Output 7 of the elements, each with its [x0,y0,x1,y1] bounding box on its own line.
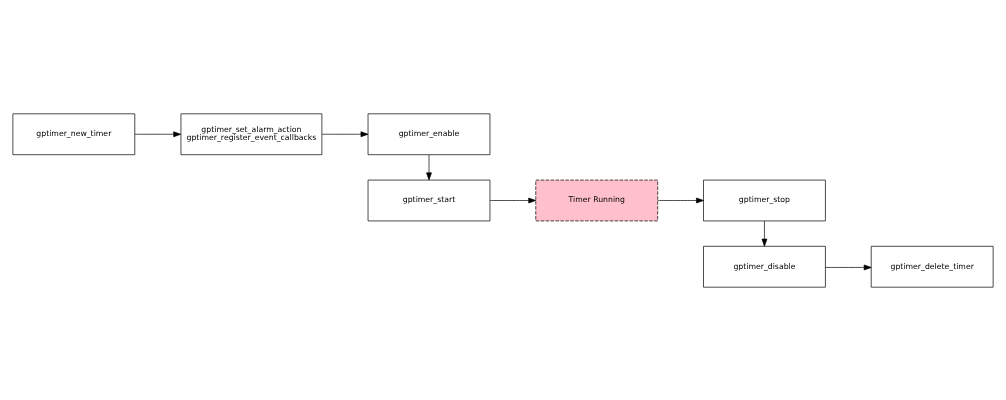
arrow [489,197,537,203]
arrow [761,220,768,246]
arrow [657,197,704,203]
arrow [134,130,182,137]
arrow [321,130,369,137]
arrow [825,264,872,270]
arrow [426,154,432,180]
